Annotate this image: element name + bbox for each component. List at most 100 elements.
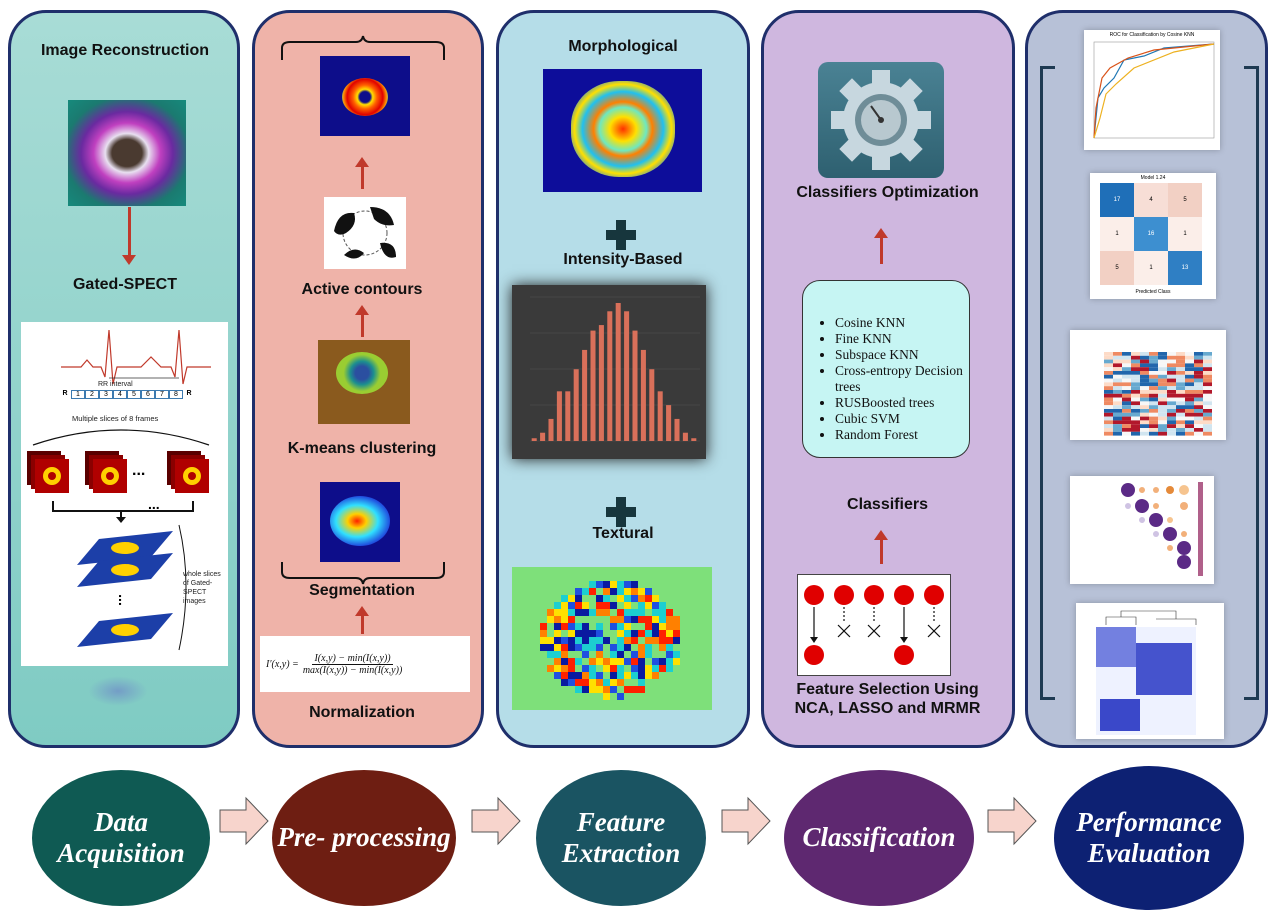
heatmap-cell xyxy=(1122,401,1131,406)
histogram-bar xyxy=(590,330,596,441)
histogram-bar xyxy=(640,349,646,441)
texture-cell xyxy=(673,658,680,665)
correlation-bubble xyxy=(1167,545,1173,551)
texture-cell xyxy=(582,630,589,637)
heatmap-cell xyxy=(1149,363,1158,368)
histogram-bar xyxy=(691,438,697,441)
heatmap-cell xyxy=(1149,374,1158,379)
heatmap-cell xyxy=(1131,393,1140,398)
heatmap-cell xyxy=(1140,405,1149,409)
texture-cell xyxy=(638,609,645,616)
heatmap-cell xyxy=(1140,355,1149,360)
heatmap-cell xyxy=(1158,424,1167,428)
heatmap-cell xyxy=(1104,363,1113,368)
heatmap-cell xyxy=(1167,401,1176,406)
texture-cell xyxy=(554,665,561,672)
heatmap-cell xyxy=(1185,393,1194,398)
texture-cell xyxy=(547,658,554,665)
heatmap-cell xyxy=(1203,355,1212,360)
texture-cell xyxy=(540,630,547,637)
heatmap-cell xyxy=(1158,428,1167,432)
texture-svg xyxy=(540,581,687,700)
texture-cell xyxy=(680,630,687,637)
texture-cell xyxy=(624,588,631,595)
texture-cell xyxy=(596,630,603,637)
texture-cell xyxy=(589,623,596,630)
histogram-bar xyxy=(573,369,579,441)
heatmap-cell xyxy=(1185,355,1194,360)
roc-curve-thumb: ROC for Classification by Cosine KNN xyxy=(1084,30,1220,150)
texture-cell xyxy=(610,651,617,658)
stage-pre-processing: Pre- processing xyxy=(272,770,456,906)
heatmap-cell xyxy=(1185,405,1194,409)
texture-cell xyxy=(582,679,589,686)
heatmap-cell xyxy=(1194,367,1203,371)
flow-arrow xyxy=(987,796,1037,846)
correlation-bubble xyxy=(1153,487,1159,493)
heatmap-cell xyxy=(1149,428,1158,432)
rr-cell: 6 xyxy=(141,390,155,399)
texture-cell xyxy=(582,644,589,651)
heatmap-cell xyxy=(1113,371,1122,375)
heatmap-cell xyxy=(1158,374,1167,379)
heatmap-cell xyxy=(1104,355,1113,360)
texture-cell xyxy=(582,651,589,658)
heatmap-cell xyxy=(1149,397,1158,402)
heatmap-cell xyxy=(1158,393,1167,398)
texture-cell xyxy=(610,623,617,630)
histogram-bar xyxy=(615,303,621,441)
heatmap-cell xyxy=(1167,386,1176,390)
texture-cell xyxy=(596,637,603,644)
texture-cell xyxy=(624,616,631,623)
rr-interval-label: RR interval xyxy=(98,381,133,388)
texture-cell xyxy=(568,588,575,595)
texture-cell xyxy=(554,630,561,637)
heatmap-cell xyxy=(1113,397,1122,402)
texture-cell xyxy=(631,616,638,623)
texture-cell xyxy=(624,672,631,679)
heatmap-cell xyxy=(1194,397,1203,402)
heatmap-cell xyxy=(1185,412,1194,417)
correlation-bubble xyxy=(1139,517,1145,523)
texture-cell xyxy=(652,623,659,630)
heatmap-cell xyxy=(1104,405,1113,409)
texture-cell xyxy=(638,595,645,602)
heatmap-cell xyxy=(1131,367,1140,371)
heatmap-cell xyxy=(1104,416,1113,421)
heatmap-cell xyxy=(1149,424,1158,428)
heatmap-cell xyxy=(1158,386,1167,390)
texture-cell xyxy=(631,630,638,637)
heatmap-cell xyxy=(1158,371,1167,375)
correlation-colorbar xyxy=(1198,482,1203,576)
heatmap-cell xyxy=(1140,424,1149,428)
heatmap-cell xyxy=(1131,401,1140,406)
heatmap-svg xyxy=(1104,352,1212,436)
heatmap-cell xyxy=(1167,382,1176,387)
heatmap-cell xyxy=(1122,428,1131,432)
texture-cell xyxy=(673,616,680,623)
heatmap-cell xyxy=(1167,393,1176,398)
heatmap-cell xyxy=(1131,431,1140,436)
texture-cell xyxy=(673,623,680,630)
texture-cell xyxy=(624,658,631,665)
texture-cell xyxy=(561,609,568,616)
texture-cell xyxy=(631,581,638,588)
heatmap-cell xyxy=(1131,405,1140,409)
rr-cell: 8 xyxy=(169,390,183,399)
texture-cell xyxy=(631,665,638,672)
texture-cell xyxy=(610,588,617,595)
heatmap-cell xyxy=(1122,382,1131,387)
cm-cell: 17 xyxy=(1100,183,1134,217)
right-bracket xyxy=(1244,66,1259,700)
texture-cell xyxy=(666,651,673,658)
texture-cell xyxy=(666,623,673,630)
texture-cell xyxy=(624,581,631,588)
texture-cell xyxy=(645,672,652,679)
texture-cell xyxy=(589,658,596,665)
heatmap-cell xyxy=(1140,409,1149,413)
ellipsis: ... xyxy=(148,496,160,512)
texture-cell xyxy=(617,630,624,637)
texture-cell xyxy=(575,672,582,679)
heatmap-cell xyxy=(1104,374,1113,379)
correlation-bubble xyxy=(1179,485,1189,495)
